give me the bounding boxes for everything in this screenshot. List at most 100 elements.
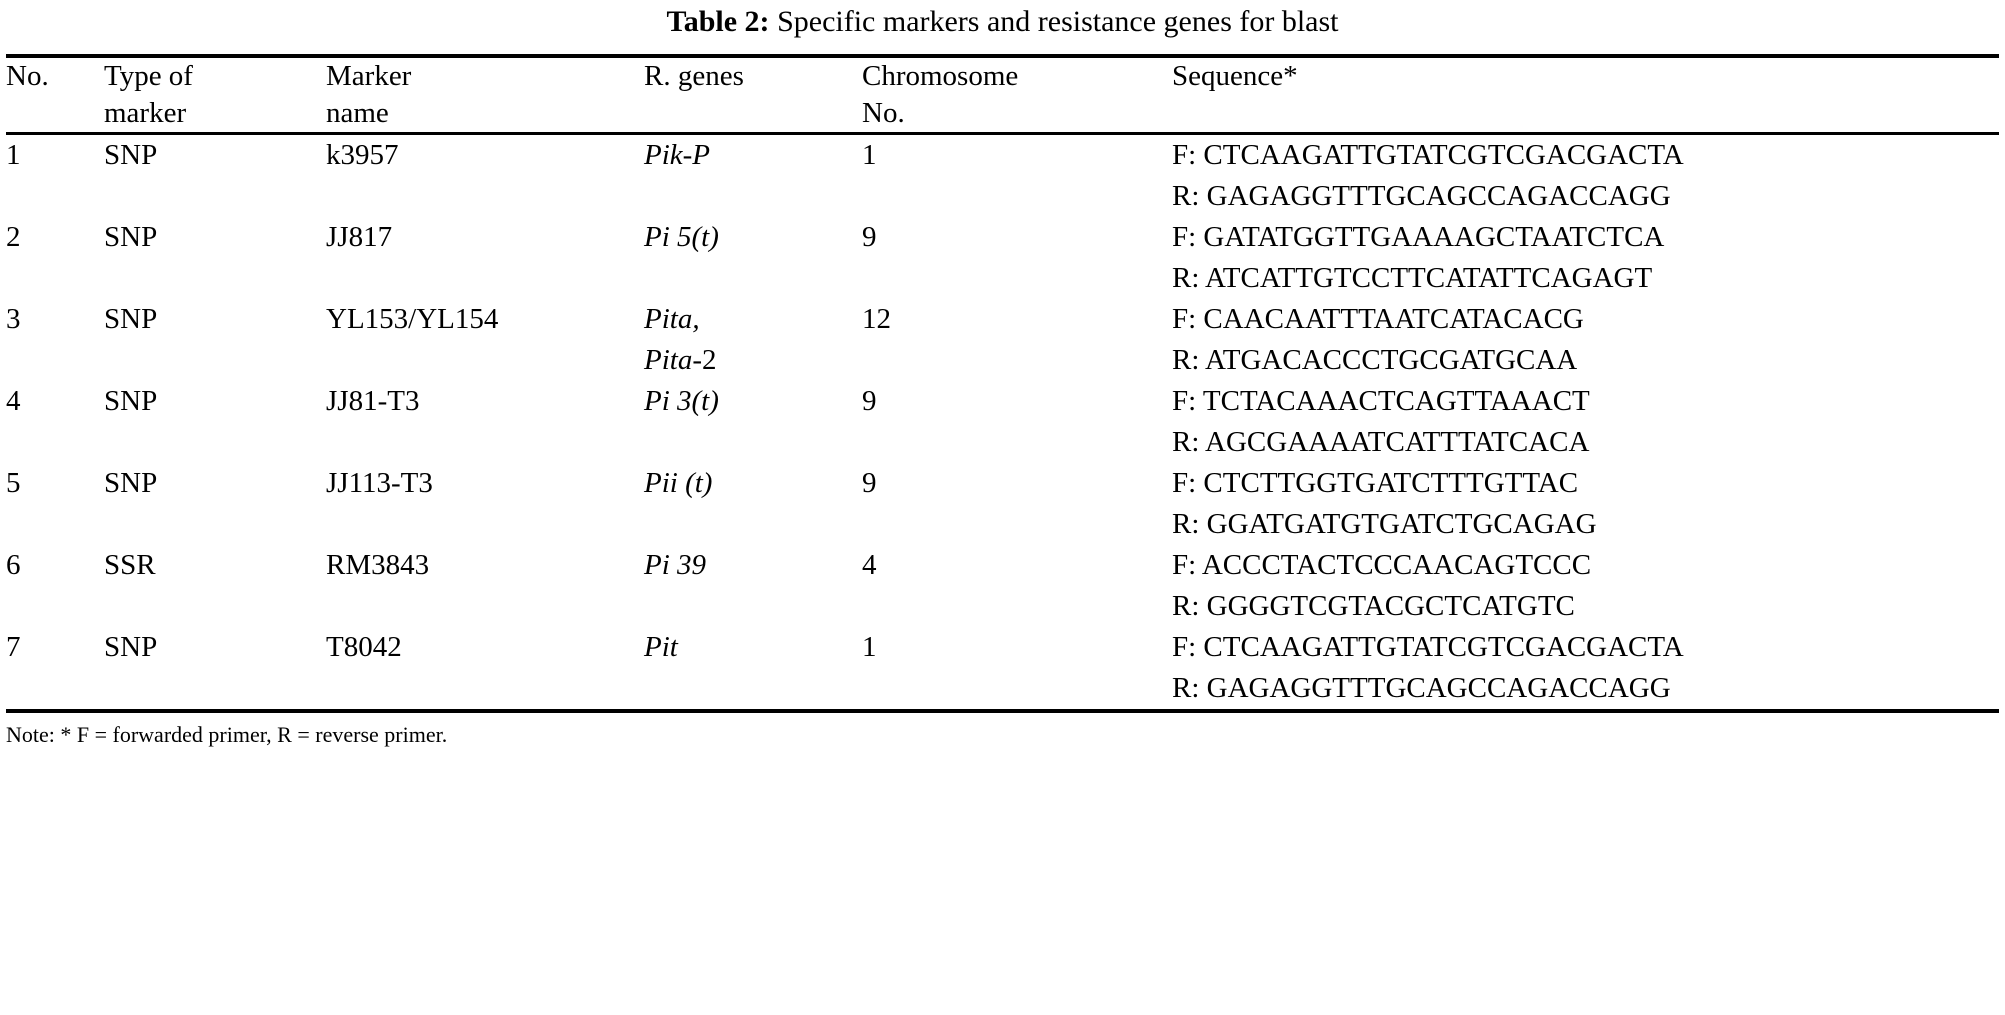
cell-no: 4 — [6, 385, 21, 417]
cell-type-of-marker: SNP — [104, 303, 158, 335]
cell-marker-name: JJ113-T3 — [326, 467, 433, 499]
header-r-genes: R. genes — [644, 58, 862, 132]
gene-italic-part: Pita — [644, 344, 693, 376]
table-row: 5 SNP JJ113-T3 Pii (t) 9 F: CTCTTGGTGATCTTTGT… — [6, 463, 1999, 545]
cell-marker-name: T8042 — [326, 631, 402, 663]
gene-line: Pita-2 — [644, 340, 862, 381]
gene-line: Pit — [644, 631, 678, 663]
table-header: No. Type of marker Marker name R. genes … — [6, 58, 1999, 132]
cell-r-genes: Pi 39 — [644, 545, 862, 627]
table-row: 7 SNP T8042 Pit 1 F: CTCAAGATTGTATCGTCGACGACT… — [6, 627, 1999, 709]
cell-sequence: F: TCTACAAACTCAGTTAAACT R: AGCGAAAATCATTT… — [1172, 381, 1999, 463]
table-row: 2 SNP JJ817 Pi 5(t) 9 F: GATATGGTTGAAAAGCTAAT… — [6, 217, 1999, 299]
sequence-forward: F: GATATGGTTGAAAAGCTAATCTCA — [1172, 221, 1665, 253]
gene-line: Pi 3(t) — [644, 385, 719, 417]
cell-sequence: F: ACCCTACTCCCAACAGTCCC R: GGGGTCGTACGCTC… — [1172, 545, 1999, 627]
table-top-rule — [6, 54, 1999, 58]
cell-sequence: F: GATATGGTTGAAAAGCTAATCTCA R: ATCATTGTCC… — [1172, 217, 1999, 299]
cell-type-of-marker: SNP — [104, 467, 158, 499]
header-chromosome-no: Chromosome No. — [862, 58, 1172, 132]
cell-no: 3 — [6, 303, 21, 335]
cell-chromosome-no: 9 — [862, 467, 877, 499]
cell-sequence: F: CTCTTGGTGATCTTTGTTAC R: GGATGATGTGATCT… — [1172, 463, 1999, 545]
gene-line: Pi 39 — [644, 549, 707, 581]
header-type-line1: Type of — [104, 60, 193, 92]
gene-line: Pik-P — [644, 139, 711, 171]
cell-r-genes: Pii (t) — [644, 463, 862, 545]
cell-sequence: F: CTCAAGATTGTATCGTCGACGACTA R: GAGAGGTTT… — [1172, 135, 1999, 217]
header-marker-name: Marker name — [326, 58, 644, 132]
cell-chromosome-no: 9 — [862, 385, 877, 417]
header-type-line2: marker — [104, 97, 187, 129]
header-sequence-line1: Sequence* — [1172, 60, 1298, 92]
sequence-reverse: R: GGGGTCGTACGCTCATGTC — [1172, 590, 1575, 622]
cell-no: 1 — [6, 139, 21, 171]
sequence-forward: F: CAACAATTTAATCATACACG — [1172, 303, 1584, 335]
sequence-forward: F: CTCTTGGTGATCTTTGTTAC — [1172, 467, 1579, 499]
table-row: 4 SNP JJ81-T3 Pi 3(t) 9 F: TCTACAAACTCAGTTAAA… — [6, 381, 1999, 463]
header-no-line1: No. — [6, 60, 49, 92]
cell-marker-name: JJ81-T3 — [326, 385, 420, 417]
markers-table: No. Type of marker Marker name R. genes … — [6, 58, 1999, 132]
sequence-reverse: R: AGCGAAAATCATTTATCACA — [1172, 426, 1590, 458]
cell-sequence: F: CAACAATTTAATCATACACG R: ATGACACCCTGCGA… — [1172, 299, 1999, 381]
cell-no: 6 — [6, 549, 21, 581]
sequence-reverse: R: GGATGATGTGATCTGCAGAG — [1172, 508, 1597, 540]
header-genes-line1: R. genes — [644, 60, 744, 92]
caption-text: Specific markers and resistance genes fo… — [777, 5, 1339, 38]
cell-marker-name: RM3843 — [326, 549, 430, 581]
table-bottom-rule — [6, 709, 1999, 713]
cell-type-of-marker: SNP — [104, 139, 158, 171]
cell-chromosome-no: 12 — [862, 303, 891, 335]
sequence-reverse: R: GAGAGGTTTGCAGCCAGACCAGG — [1172, 672, 1671, 704]
cell-chromosome-no: 1 — [862, 139, 877, 171]
header-name-line2: name — [326, 97, 389, 129]
table-mid-rule — [6, 132, 1999, 135]
sequence-forward: F: CTCAAGATTGTATCGTCGACGACTA — [1172, 631, 1684, 663]
sequence-forward: F: ACCCTACTCCCAACAGTCCC — [1172, 549, 1592, 581]
table-note: Note: * F = forwarded primer, R = revers… — [6, 722, 448, 747]
cell-r-genes: Pik-P — [644, 135, 862, 217]
header-name-line1: Marker — [326, 60, 412, 92]
header-type-of-marker: Type of marker — [104, 58, 326, 132]
sequence-forward: F: CTCAAGATTGTATCGTCGACGACTA — [1172, 139, 1684, 171]
sequence-reverse: R: ATGACACCCTGCGATGCAA — [1172, 344, 1578, 376]
cell-no: 5 — [6, 467, 21, 499]
gene-line: Pii (t) — [644, 467, 713, 499]
cell-chromosome-no: 9 — [862, 221, 877, 253]
cell-no: 7 — [6, 631, 21, 663]
header-row: No. Type of marker Marker name R. genes … — [6, 58, 1999, 132]
cell-sequence: F: CTCAAGATTGTATCGTCGACGACTA R: GAGAGGTTT… — [1172, 627, 1999, 709]
sequence-reverse: R: ATCATTGTCCTTCATATTCAGAGT — [1172, 262, 1653, 294]
cell-r-genes: Pi 3(t) — [644, 381, 862, 463]
gene-line: Pita, — [644, 303, 700, 335]
gene-line: Pi 5(t) — [644, 221, 719, 253]
table-row: 1 SNP k3957 Pik-P 1 F: CTCAAGATTGTATCGTCGACGA… — [6, 135, 1999, 217]
header-sequence: Sequence* — [1172, 58, 1999, 132]
cell-marker-name: JJ817 — [326, 221, 393, 253]
cell-r-genes: Pita, Pita-2 — [644, 299, 862, 381]
cell-r-genes: Pi 5(t) — [644, 217, 862, 299]
cell-type-of-marker: SSR — [104, 549, 156, 581]
table-caption: Table 2: Specific markers and resistance… — [6, 0, 1999, 54]
cell-type-of-marker: SNP — [104, 631, 158, 663]
cell-r-genes: Pit — [644, 627, 862, 709]
gene-plain-part: -2 — [692, 344, 717, 376]
caption-label: Table 2: — [666, 5, 770, 38]
cell-marker-name: YL153/YL154 — [326, 303, 499, 335]
sequence-reverse: R: GAGAGGTTTGCAGCCAGACCAGG — [1172, 180, 1671, 212]
cell-type-of-marker: SNP — [104, 385, 158, 417]
cell-no: 2 — [6, 221, 21, 253]
cell-type-of-marker: SNP — [104, 221, 158, 253]
header-no: No. — [6, 58, 104, 132]
header-chr-line2: No. — [862, 97, 905, 129]
cell-marker-name: k3957 — [326, 139, 399, 171]
header-chr-line1: Chromosome — [862, 60, 1019, 92]
sequence-forward: F: TCTACAAACTCAGTTAAACT — [1172, 385, 1590, 417]
cell-chromosome-no: 1 — [862, 631, 877, 663]
